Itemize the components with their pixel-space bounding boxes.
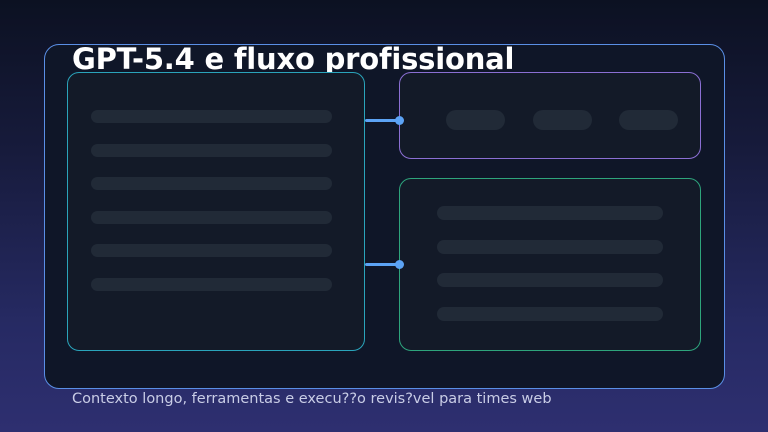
placeholder-pill [533,110,592,130]
placeholder-pill [446,110,505,130]
placeholder-bar [91,244,332,257]
bottom-right-panel [399,178,701,351]
page-title: GPT-5.4 e fluxo profissional [72,42,515,76]
placeholder-bar [437,307,663,321]
connector-dot-top [395,116,404,125]
connector-line-bottom [365,263,399,266]
connector-dot-bottom [395,260,404,269]
placeholder-bar [437,206,663,220]
placeholder-bar [91,110,332,123]
connector-line-top [365,119,399,122]
placeholder-bar [437,240,663,254]
placeholder-pill [619,110,678,130]
placeholder-bar [91,278,332,291]
placeholder-bar [437,273,663,287]
subtitle: Contexto longo, ferramentas e execu??o r… [72,391,552,407]
placeholder-bar [91,177,332,190]
placeholder-bar [91,144,332,157]
placeholder-bar [91,211,332,224]
